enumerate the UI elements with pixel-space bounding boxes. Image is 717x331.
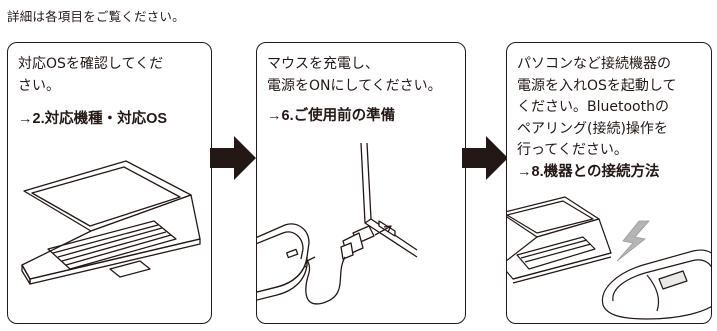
step-3-line: ください。Bluetoothの (517, 99, 669, 115)
laptop-icon (507, 196, 612, 284)
usb-cable-icon (296, 225, 375, 305)
step-2-line: 電源をONにしてください。 (267, 77, 442, 94)
step-1-line: さい。 (18, 77, 60, 94)
step-1-text: 対応OSを確認してくだ さい。 →2.対応機種・対応OS (18, 54, 205, 131)
step-2-text: マウスを充電し、 電源をONにしてください。 →6.ご使用前の準備 (267, 54, 459, 128)
step-1-reference: →2.対応機種・対応OS (18, 111, 168, 127)
charging-illustration (257, 142, 418, 305)
step-3-line: ペアリング(接続)操作を (517, 120, 668, 137)
step-3-line: 行ってください。 (517, 142, 628, 158)
step-panel-2: マウスを充電し、 電源をONにしてください。 →6.ご使用前の準備 (256, 42, 466, 324)
mouse-icon (601, 249, 711, 320)
lightning-icon (616, 220, 650, 262)
pairing-illustration (507, 196, 711, 320)
pc-port-icon (360, 142, 418, 258)
step-panel-1: 対応OSを確認してくだ さい。 →2.対応機種・対応OS (7, 42, 212, 324)
step-2-reference: →6.ご使用前の準備 (267, 108, 396, 124)
step-3-text: パソコンなど接続機器の 電源を入れOSを起動して ください。Bluetoothの… (517, 54, 705, 183)
arrow-right-icon (210, 136, 256, 180)
step-3-line: 電源を入れOSを起動して (517, 77, 677, 94)
mouse-icon (257, 223, 310, 301)
arrow-right-icon (462, 136, 508, 180)
step-3-line: パソコンなど接続機器の (517, 56, 671, 72)
intro-text: 詳細は各項目をご覧ください。 (7, 9, 185, 24)
step-1-line: 対応OSを確認してくだ (18, 56, 164, 72)
step-panel-3: パソコンなど接続機器の 電源を入れOSを起動して ください。Bluetoothの… (506, 42, 712, 324)
laptop-icon (21, 160, 201, 285)
step-3-reference: →8.機器との接続方法 (517, 163, 660, 180)
step-2-line: マウスを充電し、 (267, 56, 379, 72)
